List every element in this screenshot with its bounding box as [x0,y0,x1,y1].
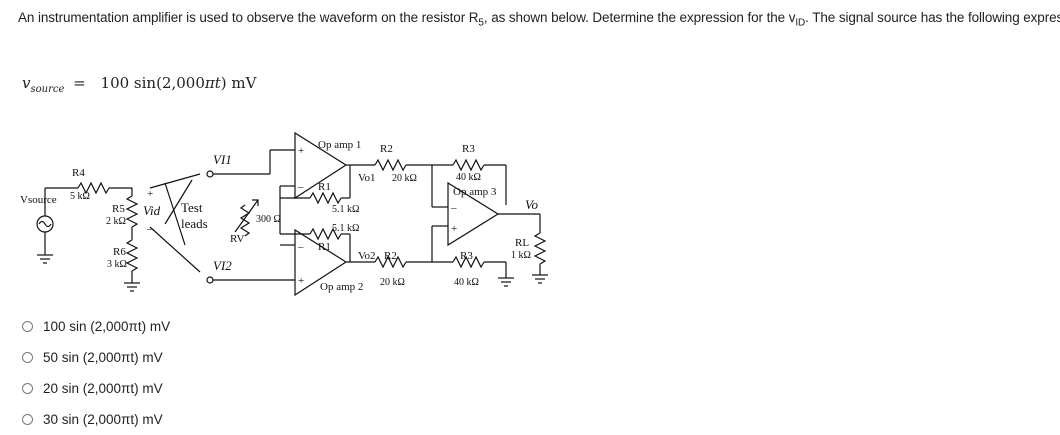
opamp3-plus: + [451,223,457,235]
r2-top-label: R2 [380,143,393,155]
vi1-terminal [206,170,214,178]
option-4[interactable]: 30 sin (2,000πt) mV [22,404,170,435]
answer-options: 100 sin (2,000πt) mV 50 sin (2,000πt) mV… [22,311,170,435]
opamp3-label: Op amp 3 [453,186,497,198]
opamp2-plus: + [298,275,304,287]
radio-button-icon[interactable] [22,352,33,363]
vo-label: Vo [525,197,539,212]
vo2-label: Vo2 [358,250,376,262]
question-text: An instrumentation amplifier is used to … [18,10,1060,29]
r1-bottom-label: R1 [318,241,331,253]
test-leads-line1: Test [181,200,203,215]
opamp1-minus: – [297,181,304,193]
minus-sign-input: – [146,223,153,235]
radio-button-icon[interactable] [22,414,33,425]
vi1-label: VI1 [213,152,232,167]
formula-lhs: vsource [22,74,65,95]
r2-top-value: 20 kΩ [392,173,417,184]
rl-resistor [533,232,547,265]
option-3[interactable]: 20 sin (2,000πt) mV [22,373,170,404]
opamp1-plus: + [298,145,304,157]
option-1[interactable]: 100 sin (2,000πt) mV [22,311,170,342]
rl-label: RL [515,237,529,249]
r6-value: 3 kΩ [107,259,127,270]
opamp2-label: Op amp 2 [320,281,363,293]
r6-label: R6 [113,246,126,258]
radio-button-icon[interactable] [22,321,33,332]
opamp1 [269,131,350,200]
option-1-label: 100 sin (2,000πt) mV [43,319,171,334]
vi2-terminal [206,276,214,284]
option-3-label: 20 sin (2,000πt) mV [43,381,163,396]
opamp2-minus: – [297,241,304,253]
voltage-source [36,207,54,264]
r3-top-label: R3 [462,143,475,155]
r1-top-label: R1 [318,181,331,193]
r1-top-resistor [280,165,351,205]
r5-value: 2 kΩ [106,216,126,227]
vsource-label: Vsource [20,194,57,206]
r1-top-value: 5.1 kΩ [332,204,359,215]
r2-top-resistor [374,158,407,172]
r4-label: R4 [72,167,85,179]
radio-button-icon[interactable] [22,383,33,394]
r2-bottom-resistor [374,255,407,269]
r3-feedback-resistor [452,158,485,172]
source-formula: vsource = 100 sin(2,000πt) mV [22,74,256,95]
opamp3 [447,181,518,247]
formula-equals: = [73,74,86,92]
option-2-label: 50 sin (2,000πt) mV [43,350,163,365]
r5-resistor [125,195,139,228]
rv-resistor [234,199,259,237]
opamp2 [270,228,350,297]
vo1-label: Vo1 [358,172,376,184]
r4-value: 5 kΩ [70,191,90,202]
formula-rhs: 100 sin(2,000πt) mV [100,74,257,92]
r3-top-value: 40 kΩ [456,172,481,183]
option-4-label: 30 sin (2,000πt) mV [43,412,163,427]
r2-bottom-value: 20 kΩ [380,277,405,288]
r1-bottom-value: 5.1 kΩ [332,223,359,234]
rv-value: 300 Ω [256,214,281,225]
test-leads [149,173,201,273]
plus-sign-input: + [147,188,153,200]
r6-resistor [125,239,139,272]
r5-label: R5 [112,203,125,215]
r3-bottom-label: R3 [460,250,473,262]
rv-label: RV [230,233,244,245]
vi2-label: VI2 [213,258,232,273]
option-2[interactable]: 50 sin (2,000πt) mV [22,342,170,373]
r4-resistor [44,181,132,207]
vid-label: Vid [143,203,161,218]
rl-value: 1 kΩ [511,250,531,261]
r3-bottom-value: 40 kΩ [454,277,479,288]
circuit-diagram: Vsource R4 5 kΩ R5 2 kΩ Vid + – R6 3 kΩ … [20,131,548,297]
opamp1-label: Op amp 1 [318,139,361,151]
test-leads-line2: leads [181,216,208,231]
opamp3-minus: – [450,202,457,214]
r2-bottom-label: R2 [384,250,397,262]
r3-ground-resistor [452,255,485,269]
